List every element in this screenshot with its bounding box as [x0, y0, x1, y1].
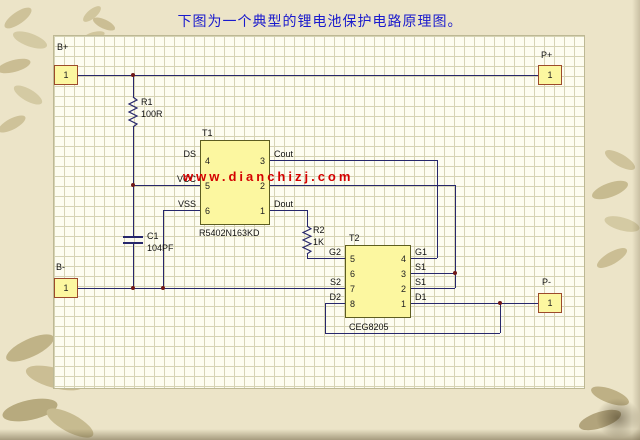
port-pin-number: 1 [63, 70, 69, 80]
bottom-edge-shadow [0, 429, 640, 440]
resistor-r1-value: 100R [141, 109, 163, 119]
junction-dot [498, 301, 502, 305]
pin-label-g1: G1 [415, 247, 428, 257]
resistor-r1-symbol [127, 97, 139, 127]
page-title: 下图为一个典型的锂电池保护电路原理图。 [177, 13, 463, 29]
resistor-r2-symbol [301, 226, 313, 254]
port-pin-number: 1 [547, 70, 553, 80]
corner-shadow [596, 398, 640, 438]
wire [133, 75, 134, 97]
wire [500, 303, 501, 333]
pin-label-vcc: VCC [176, 174, 196, 184]
port-label-p-plus: P+ [541, 50, 553, 60]
port-label-b-minus: B- [56, 262, 65, 272]
pin-number: 1 [259, 206, 265, 216]
wire [270, 160, 437, 161]
pin-label-d2: D2 [329, 292, 341, 302]
wire [133, 244, 134, 288]
resistor-r1-ref: R1 [141, 97, 153, 107]
pin-number: 4 [400, 254, 406, 264]
port-label-p-minus: P- [542, 277, 551, 287]
port-pin-number: 1 [63, 283, 69, 293]
pin-number: 1 [400, 299, 406, 309]
chip-t2-ref: T2 [349, 233, 360, 243]
chip-t1-part: R5402N163KD [199, 228, 260, 238]
wire [325, 333, 500, 334]
junction-dot [131, 73, 135, 77]
wire [78, 75, 538, 76]
junction-dot [453, 271, 457, 275]
pin-number: 7 [350, 284, 356, 294]
port-p-plus: 1 [538, 65, 562, 85]
wire [455, 185, 456, 288]
pin-label-d1: D1 [415, 292, 427, 302]
pin-label-s1-a: S1 [415, 262, 427, 272]
port-label-b-plus: B+ [57, 42, 69, 52]
junction-dot [131, 183, 135, 187]
wire [410, 273, 455, 274]
capacitor-c1-ref: C1 [147, 231, 159, 241]
pin-number: 6 [205, 206, 211, 216]
capacitor-c1-symbol [123, 236, 143, 238]
pin-number: 4 [205, 156, 211, 166]
port-pin-number: 1 [547, 298, 553, 308]
watermark-text: www.dianchizj.com [183, 169, 354, 184]
chip-t1-ref: T1 [202, 128, 213, 138]
wire [270, 210, 307, 211]
pin-number: 6 [350, 269, 356, 279]
chip-t1: 4 5 6 3 2 1 [200, 140, 270, 225]
resistor-r2-ref: R2 [313, 225, 325, 235]
pin-number: 5 [350, 254, 356, 264]
port-p-minus: 1 [538, 293, 562, 313]
wire [78, 288, 345, 289]
wire [410, 288, 455, 289]
wire [410, 303, 538, 304]
wire [307, 258, 345, 259]
wire [437, 160, 438, 258]
wire [410, 258, 437, 259]
right-edge-shadow [632, 0, 640, 440]
junction-dot [131, 286, 135, 290]
chip-t2: 5 6 7 8 4 3 2 1 [345, 245, 411, 318]
schematic-sheet [53, 35, 585, 389]
port-b-plus: 1 [54, 65, 78, 85]
pin-number: 3 [400, 269, 406, 279]
pin-number: 2 [259, 181, 265, 191]
capacitor-c1-value: 104PF [147, 243, 174, 253]
pin-number: 3 [259, 156, 265, 166]
wire [163, 210, 164, 288]
pin-label-s2: S2 [329, 277, 341, 287]
wire [133, 185, 200, 186]
pin-label-dout: Dout [274, 199, 294, 209]
wire [163, 210, 200, 211]
pin-label-s1-b: S1 [415, 277, 427, 287]
pin-label-g2: G2 [328, 247, 341, 257]
resistor-r2-value: 1K [313, 237, 325, 247]
chip-t2-part: CEG8205 [349, 322, 389, 332]
wire [325, 303, 326, 333]
junction-dot [161, 286, 165, 290]
wire [307, 254, 308, 258]
capacitor-c1-symbol [123, 242, 143, 244]
pin-number: 5 [205, 181, 211, 191]
pin-label-cout: Cout [274, 149, 294, 159]
wire [307, 210, 308, 226]
wire [133, 127, 134, 236]
pin-label-ds: DS [183, 149, 196, 159]
wire [325, 303, 345, 304]
pin-label-vss: VSS [177, 199, 196, 209]
pin-number: 2 [400, 284, 406, 294]
pin-number: 8 [350, 299, 356, 309]
wire [270, 185, 455, 186]
port-b-minus: 1 [54, 278, 78, 298]
